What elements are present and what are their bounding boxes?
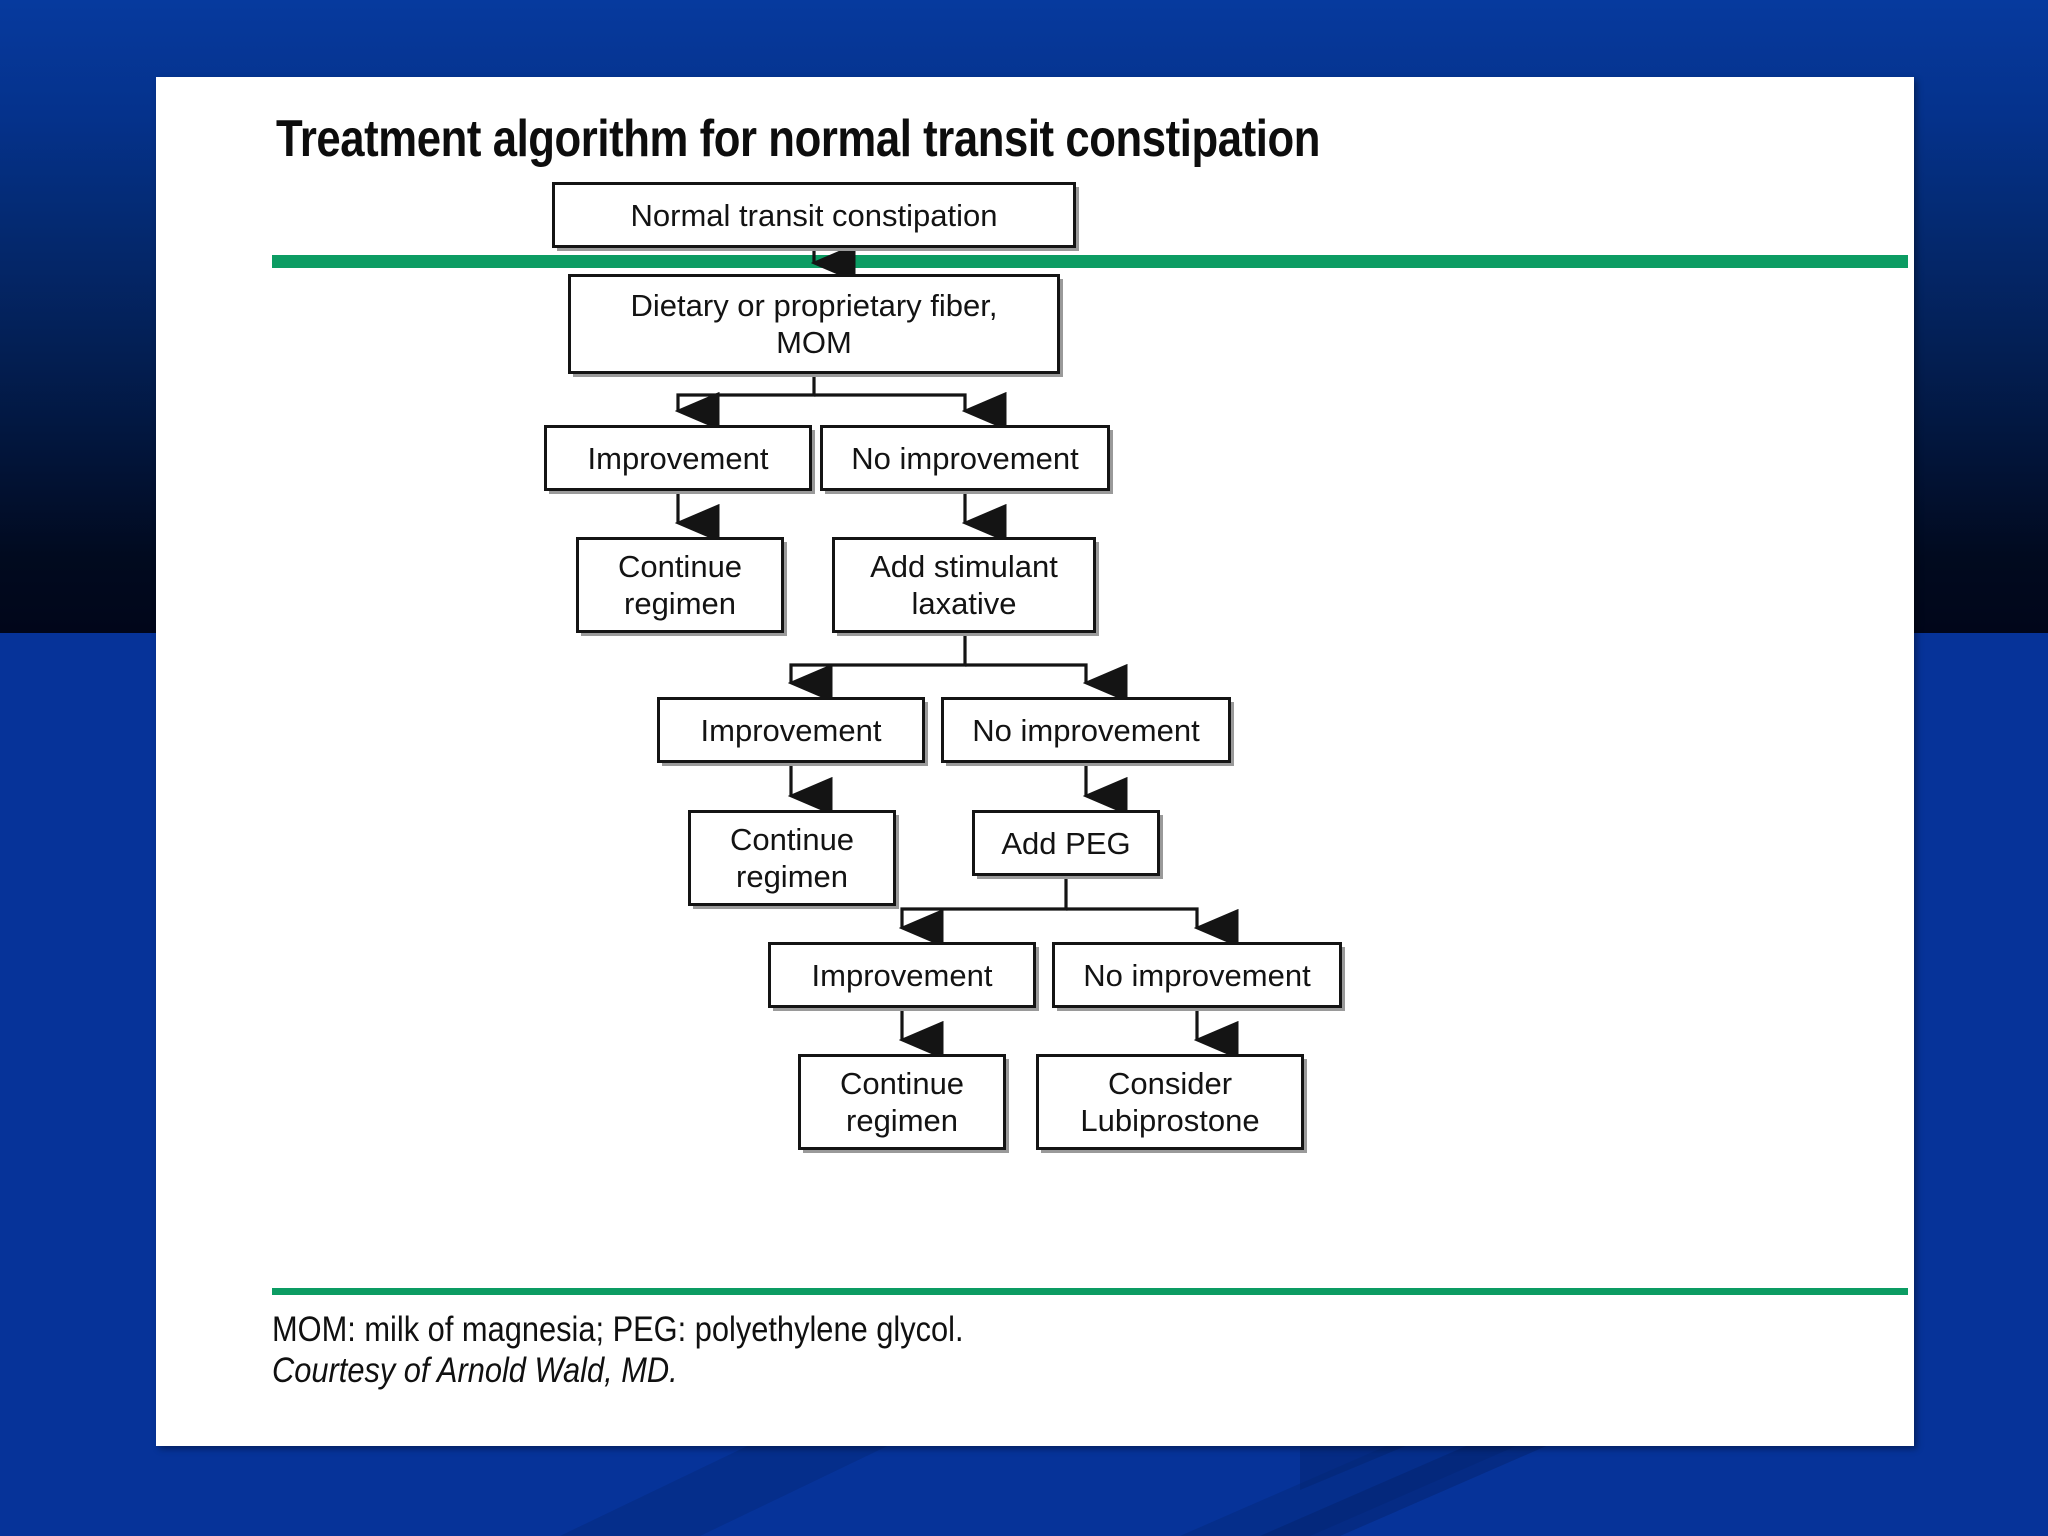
node-label: Improvement <box>811 957 993 993</box>
node-no-improvement-1[interactable]: No improvement <box>820 425 1110 491</box>
node-label: Continue regimen <box>617 549 743 621</box>
node-label: Improvement <box>700 712 882 748</box>
node-label: Normal transit constipation <box>630 197 998 233</box>
node-no-improvement-3[interactable]: No improvement <box>1052 942 1342 1008</box>
footnote-courtesy: Courtesy of Arnold Wald, MD. <box>272 1351 678 1390</box>
node-add-stimulant-laxative[interactable]: Add stimulant laxative <box>832 537 1096 633</box>
page-title: Treatment algorithm for normal transit c… <box>276 110 1321 168</box>
node-label: Dietary or proprietary fiber, MOM <box>630 288 998 360</box>
node-label: Continue regimen <box>839 1066 965 1138</box>
node-add-peg[interactable]: Add PEG <box>972 810 1160 876</box>
node-label: Add stimulant laxative <box>870 549 1058 621</box>
node-improvement-3[interactable]: Improvement <box>768 942 1036 1008</box>
node-continue-regimen-3[interactable]: Continue regimen <box>798 1054 1006 1150</box>
title-divider-rule <box>272 255 1908 268</box>
node-continue-regimen-1[interactable]: Continue regimen <box>576 537 784 633</box>
node-consider-lubiprostone[interactable]: Consider Lubiprostone <box>1036 1054 1304 1150</box>
node-label: Improvement <box>587 440 769 476</box>
node-continue-regimen-2[interactable]: Continue regimen <box>688 810 896 906</box>
footnote-abbreviations: MOM: milk of magnesia; PEG: polyethylene… <box>272 1310 964 1349</box>
node-label: No improvement <box>851 440 1079 476</box>
flowchart: Normal transit constipation Dietary or p… <box>156 77 1914 1446</box>
node-label: Continue regimen <box>729 822 855 894</box>
node-no-improvement-2[interactable]: No improvement <box>941 697 1231 763</box>
node-label: Add PEG <box>1001 825 1131 861</box>
node-normal-transit-constipation[interactable]: Normal transit constipation <box>552 182 1076 248</box>
node-label: No improvement <box>1083 957 1311 993</box>
node-improvement-1[interactable]: Improvement <box>544 425 812 491</box>
node-label: Consider Lubiprostone <box>1080 1066 1260 1138</box>
node-improvement-2[interactable]: Improvement <box>657 697 925 763</box>
node-label: No improvement <box>972 712 1200 748</box>
node-dietary-fiber-mom[interactable]: Dietary or proprietary fiber, MOM <box>568 274 1060 374</box>
footnote: MOM: milk of magnesia; PEG: polyethylene… <box>272 1309 1058 1391</box>
slide-white-card: Treatment algorithm for normal transit c… <box>156 77 1914 1446</box>
footnote-divider-rule <box>272 1288 1908 1295</box>
